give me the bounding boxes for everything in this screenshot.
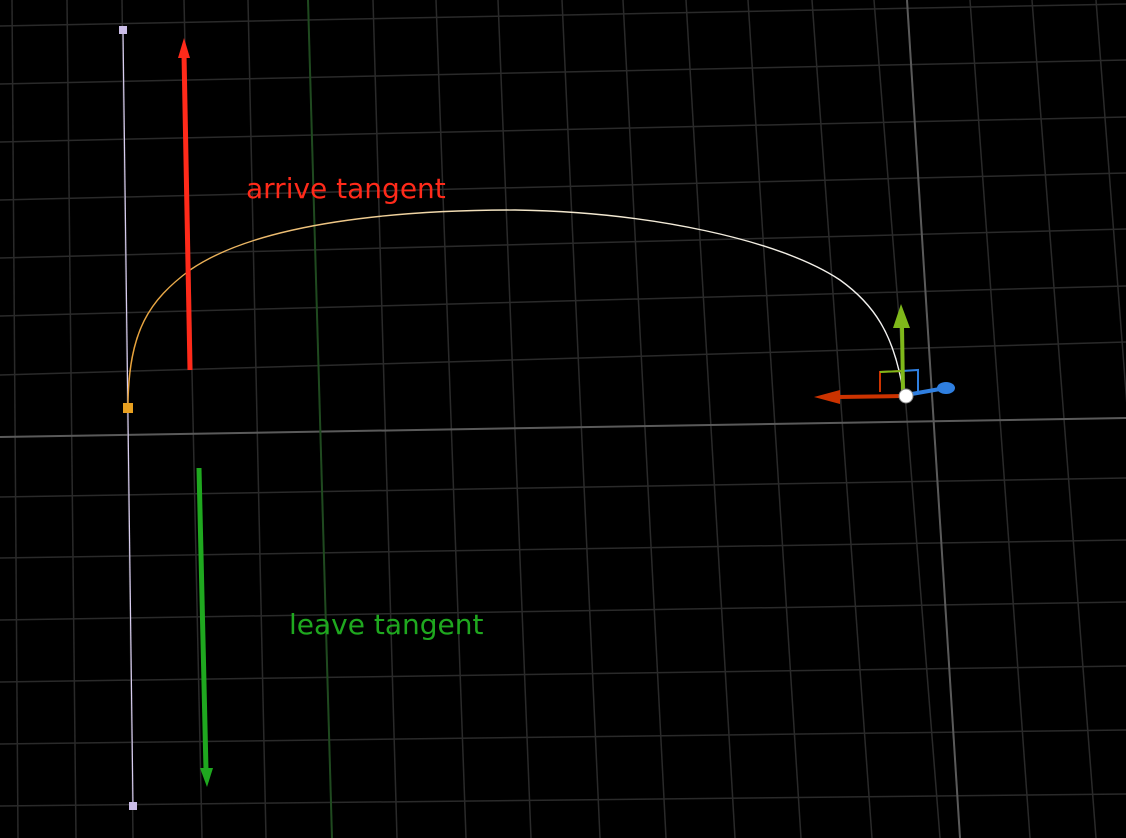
spline-curve[interactable] [127,209,903,409]
grid-green-axis [307,0,333,838]
gizmo-xy-plane-handle[interactable] [879,370,903,392]
grid-line-vertical [11,0,19,838]
grid-line-horizontal [0,228,1126,259]
grid-line-vertical [372,0,398,838]
leave-tangent-handle[interactable] [129,802,137,810]
grid-line-vertical [247,0,267,838]
grid-line-horizontal [0,341,1126,376]
spline-point-icon[interactable] [123,403,133,413]
gizmo-z-handle[interactable] [937,382,955,394]
leave-tangent-label: leave tangent [289,608,484,641]
tangent-line [122,29,134,807]
gizmo-yz-plane-handle[interactable] [901,368,919,392]
grid-line-vertical [969,0,1031,838]
leave-tangent-arrow [196,467,213,787]
gizmo-center[interactable] [898,388,914,404]
grid-line-horizontal [0,601,1126,621]
grid-line-vertical [1095,0,1126,403]
transform-gizmo-icon[interactable] [814,304,955,404]
arrive-tangent-label: arrive tangent [246,172,446,205]
grid-line-horizontal [0,477,1126,498]
gizmo-y-arrowhead[interactable] [893,304,910,328]
grid-line-vertical [873,0,941,838]
grid-line-vertical [497,0,532,838]
gizmo-y-axis[interactable] [900,325,905,393]
grid-line-horizontal [0,285,1126,317]
grid-line-vertical [747,0,802,838]
arrive-tangent-arrow [178,38,193,371]
grid-line-horizontal [0,793,1126,807]
grid-line-horizontal [0,3,1126,27]
grid-line-horizontal [0,665,1126,683]
gizmo-x-axis[interactable] [837,394,904,399]
grid-line-vertical [561,0,601,838]
grid-main-axis-vertical [906,0,961,838]
grid-line-vertical [622,0,667,838]
grid-line-horizontal [0,59,1126,85]
grid-line-vertical [435,0,467,838]
grid-line-horizontal [0,539,1126,559]
grid-line-vertical [685,0,736,838]
grid-line-vertical [66,0,77,838]
arrive-tangent-handle[interactable] [119,26,127,34]
grid-line-horizontal [0,116,1126,143]
gizmo-x-arrowhead[interactable] [814,390,840,404]
grid-line-vertical [811,0,873,838]
grid-line-horizontal [0,172,1126,201]
grid-line-horizontal [0,729,1126,745]
grid-main-axis-horizontal [0,417,1126,438]
